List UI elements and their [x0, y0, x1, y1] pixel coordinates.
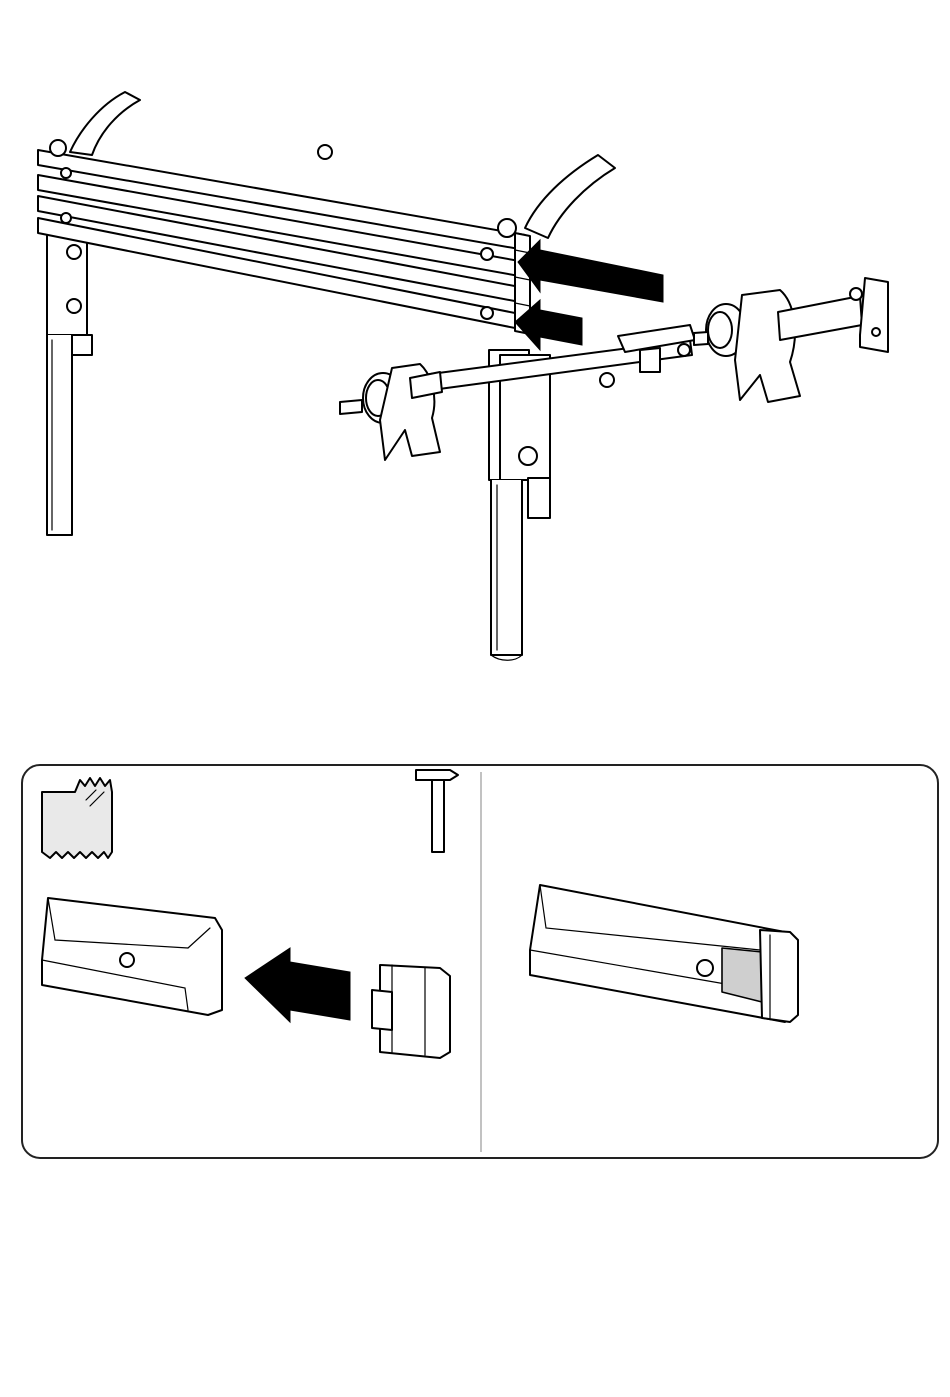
left-post: [47, 235, 92, 535]
left-clamp: [340, 364, 442, 460]
right-handle-tube: [525, 155, 615, 238]
right-clamp: [694, 278, 888, 402]
center-post: [489, 350, 550, 660]
left-handle-tube: [70, 92, 140, 155]
detail-panel: [22, 765, 938, 1158]
end-cap: [372, 965, 450, 1058]
rail-stack: [38, 140, 530, 334]
push-arrow-upper: [518, 240, 663, 302]
main-scene: [38, 92, 888, 660]
